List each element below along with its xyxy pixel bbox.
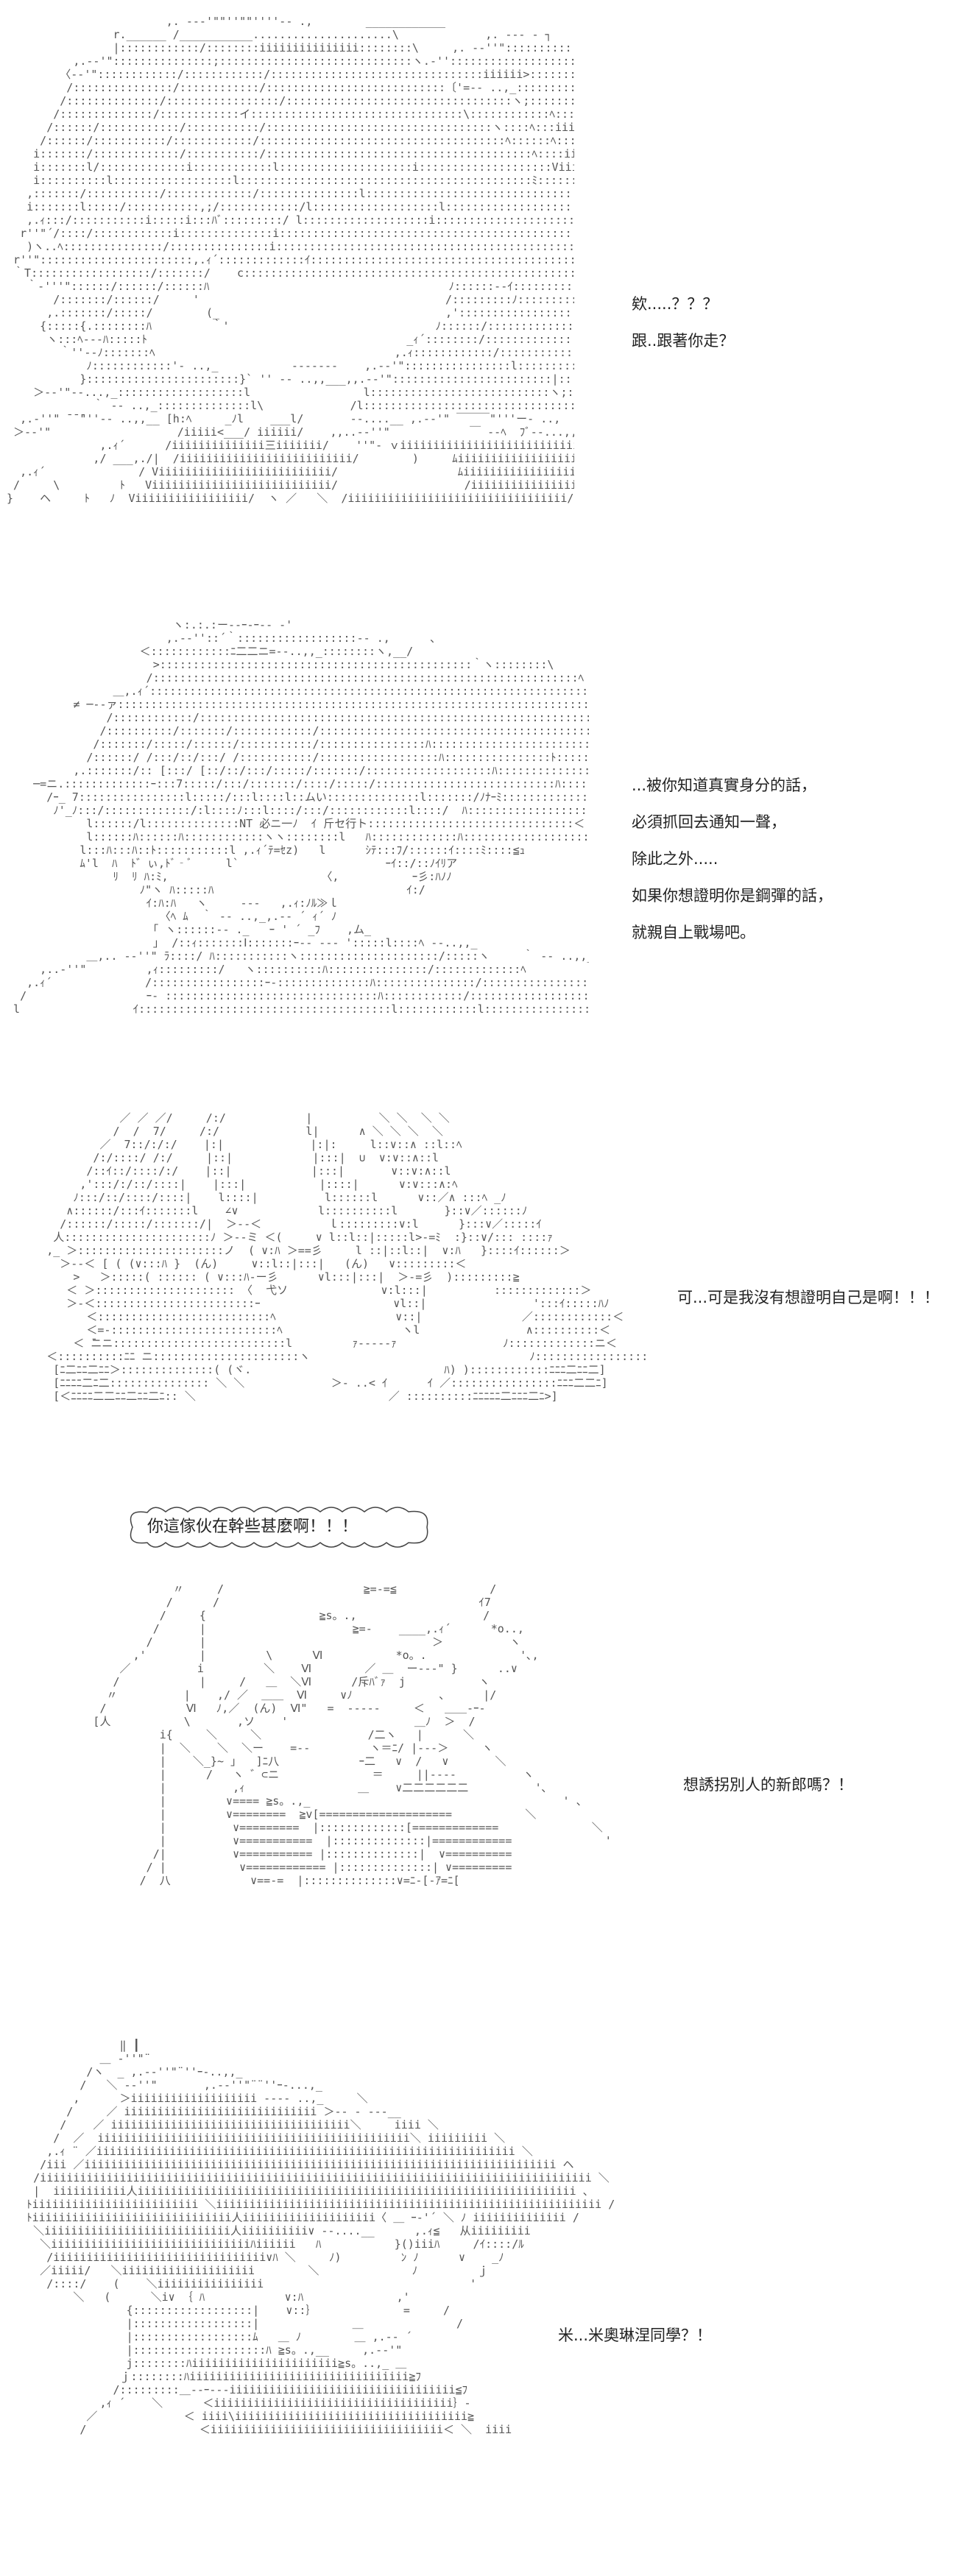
- panel-1: ,. -‐‐'""''""''''‐- ., ____________ r.__…: [0, 0, 957, 604]
- dialogue-line: ...被你知道真實身分的話，: [632, 776, 817, 794]
- dialogue-line: 就親自上戰場吧。: [632, 924, 755, 941]
- dialogue-line: 米...米奧琳涅同學？！: [558, 2326, 713, 2344]
- dialogue-line: 想誘拐別人的新郎嗎？！: [683, 1776, 853, 1794]
- panel-4: 你這傢伙在幹些甚麼啊！！！ 〃 / ≧=‐=≦ / / / ｲ7 / {: [0, 1501, 957, 2017]
- ascii-art-figure: 〃 / ≧=‐=≦ / / / ｲ7 / { ≧s。., /: [93, 1582, 612, 1887]
- dialogue-line: 必須抓回去通知一聲，: [632, 813, 786, 831]
- dialogue-line: 欸.....？？？: [632, 295, 718, 313]
- ascii-art-figure: ,. -‐‐'""''""''''‐- ., ____________ r.__…: [7, 15, 574, 505]
- dialogue-line: 如果你想證明你是鋼彈的話，: [632, 887, 833, 905]
- dialogue-line: 跟..跟著你走？: [632, 332, 735, 350]
- panel-2: ヽ:.:.:ー‐-ｰ‐ｰ‐- ‐' ,.-‐''::´｀::::::::::::…: [0, 611, 957, 1082]
- dialogue-line: 可...可是我沒有想證明自己是啊！！！: [677, 1289, 940, 1306]
- ascii-art-figure: ‖ ┃ ＿ ‐''"¨ /ヽ _ ,.-‐''"¨''ｰ-..,,_ / ＼ -…: [27, 2039, 615, 2436]
- shout-text: 你這傢伙在幹些甚麼啊！！！: [147, 1518, 359, 1536]
- shout-bubble-outline: [130, 1507, 428, 1548]
- shout-bubble: 你這傢伙在幹些甚麼啊！！！: [125, 1501, 434, 1553]
- ascii-art-figure: ／ ／ ／/ /:/ | ＼ ＼ ＼ ＼ / / 7/ /:/ l| ∧ ＼ ＼…: [46, 1111, 648, 1403]
- dialogue-line: 除此之外.....: [632, 850, 718, 868]
- panel-3: ／ ／ ／/ /:/ | ＼ ＼ ＼ ＼ / / 7/ /:/ l| ∧ ＼ ＼…: [0, 1104, 957, 1487]
- panel-5: ‖ ┃ ＿ ‐''"¨ /ヽ _ ,.-‐''"¨''ｰ-..,,_ / ＼ -…: [0, 2031, 957, 2561]
- ascii-art-figure: ヽ:.:.:ー‐-ｰ‐ｰ‐- ‐' ,.-‐''::´｀::::::::::::…: [13, 618, 589, 1016]
